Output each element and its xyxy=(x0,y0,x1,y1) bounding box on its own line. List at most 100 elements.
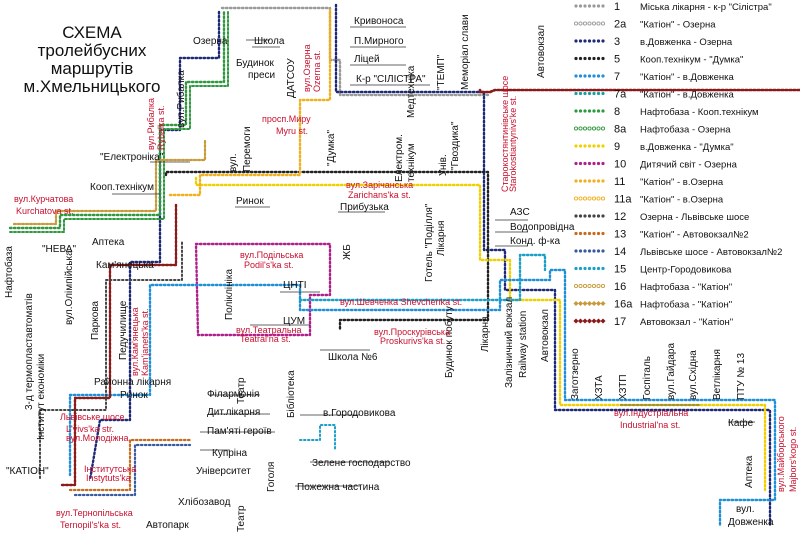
stop-avtovokzal-mid: Автовокзал xyxy=(540,309,551,362)
stop-nafto-baza: Нафтобаза xyxy=(3,246,15,298)
stop-rybalka-left: вул.Рибалка xyxy=(175,70,187,128)
stop-kryvonosa: Кривоноса xyxy=(354,16,404,27)
legend-route-description: "Катіон" - Автовокзал№2 xyxy=(640,230,749,241)
stop-rynok: Ринок xyxy=(236,196,264,207)
street-kamianetska-ua: вул.Кам'янецька xyxy=(130,307,140,376)
stop-elektronika: "Електроніка" xyxy=(100,152,164,163)
street-starokost-en: Starokostiantynivs'ke st. xyxy=(508,96,518,192)
route-lines xyxy=(8,3,800,527)
stop-pedukylyshche: Педучилище xyxy=(118,300,129,360)
stop-peremohy-2: Перемоги xyxy=(242,126,253,172)
street-teatralna-en: Teatral'na st. xyxy=(240,334,291,344)
street-proskurivska-en: Proskurivs'ka st. xyxy=(380,336,445,346)
title-line-2: тролейбусних xyxy=(38,41,147,60)
legend-row-11: 11"Катіон" - в.Озерна xyxy=(574,176,724,188)
legend-swatch xyxy=(574,249,605,253)
stop-kafe: Кафе xyxy=(728,417,754,429)
street-starokost-ua: Старокостянтинівське шосе xyxy=(500,76,510,192)
stop-p-myrnoho: П.Мирного xyxy=(354,36,404,47)
stop-dumka: "Думка" xyxy=(326,130,337,166)
legend-row-8а: 8а Нафтобаза - Озерна xyxy=(573,124,731,136)
title-line-4: м.Хмельницького xyxy=(24,77,161,96)
stop-katiion: "КАТІОН" xyxy=(6,466,49,477)
legend-route-number: 8а xyxy=(614,124,627,136)
stop-gvozdika: "Гвоздика" xyxy=(450,121,461,170)
legend-route-description: Нафтобаза - "Катіон" xyxy=(640,300,732,311)
stop-prybuzka: Прибузька xyxy=(340,201,389,213)
legend-route-description: Автовокзал - "Катіон" xyxy=(640,317,733,328)
stop-likarnia: Лікарня xyxy=(436,221,447,256)
legend-swatch xyxy=(574,74,605,78)
stop-rynok2: Ринок xyxy=(120,390,148,401)
map-title: СХЕМА тролейбусних маршрутів м.Хмельниць… xyxy=(24,23,161,96)
legend-route-description: Озерна - Львівське шосе xyxy=(640,212,749,223)
legend-swatch xyxy=(573,300,606,307)
legend-route-number: 13 xyxy=(614,229,626,241)
stop-instytut-ekonomiky: Інститут економіки xyxy=(36,354,47,440)
legend-swatch xyxy=(574,4,605,8)
route-14-line xyxy=(73,443,192,497)
leader-lines xyxy=(112,26,755,487)
street-maiborskoho-ua: вул.Майборського xyxy=(776,416,786,492)
legend-route-description: Нафтобаза - Озерна xyxy=(640,125,731,136)
stop-litsei: Ліцей xyxy=(354,54,380,65)
legend-route-number: 5 xyxy=(614,54,620,66)
stop-parkova: Паркова xyxy=(90,300,101,340)
stop-poliklinika: Поліклініка xyxy=(224,269,235,320)
stop-dovzhenka-1: вул. xyxy=(736,504,755,515)
legend-row-7: 7 "Катіон" - в.Довженка xyxy=(574,71,734,83)
legend-swatch xyxy=(574,39,605,43)
legend-route-number: 7 xyxy=(614,71,620,83)
legend-swatch xyxy=(574,179,605,183)
legend-route-description: Нафтобаза - Коoп.технікум xyxy=(640,107,759,118)
legend-route-number: 2а xyxy=(614,19,627,31)
stop-khlibozavod: Хлібозавод xyxy=(178,496,231,508)
legend-route-description: "Катіон" - в.Довженка xyxy=(640,72,734,83)
stop-konditerska: Конд. ф-ка xyxy=(510,235,560,247)
stop-kamianetska: Кам'янецька xyxy=(96,260,154,271)
street-molodizhna: вул.Молодіжна xyxy=(66,433,128,443)
legend-route-number: 7а xyxy=(614,89,627,101)
stop-zaliznychnyi-2: Railway station xyxy=(518,311,529,378)
stop-peremohy-1: вул. xyxy=(228,154,239,173)
legend-route-number: 1 xyxy=(614,1,620,13)
stop-raionna-likarnia: Районна лікарня xyxy=(94,377,171,388)
stop-vetlikarnia: Ветлікарня xyxy=(712,349,723,400)
street-lvivske-en: L'vivs'ka str. xyxy=(66,424,114,434)
stop-haidara: вул.Гайдара xyxy=(666,343,677,400)
street-ozerna-ua: вул.Озерна xyxy=(302,44,312,92)
stop-budynok-presy-2: преси xyxy=(248,70,275,81)
street-proskurivska-ua: вул.Проскурівська xyxy=(374,327,450,337)
route-17-line-b xyxy=(58,203,178,487)
stop-skhidna: вул.Східна xyxy=(688,350,699,400)
legend-swatch xyxy=(573,126,606,131)
legend-swatch xyxy=(574,214,605,218)
stop-hoholia: Гоголя xyxy=(266,462,277,492)
legend-route-description: Нафтобаза - "Катіон" xyxy=(640,282,732,293)
street-labels: вул.Курчатова Kurchatova st. вул.Рибалка… xyxy=(14,44,798,530)
route-16-line xyxy=(12,138,207,226)
legend-route-number: 11а xyxy=(614,194,632,206)
route-10-line xyxy=(194,242,332,337)
stop-shkola: Школа xyxy=(254,36,285,47)
legend-route-number: 16 xyxy=(614,281,626,293)
legend-route-description: Коoп.технікум - "Думка" xyxy=(640,55,743,66)
stop-khztp: ХЗТП xyxy=(618,374,629,400)
route-13-line xyxy=(68,438,192,492)
street-ozerna-en: Ozerna st. xyxy=(312,50,322,92)
legend-row-11а: 11а "Катіон" - в.Озерна xyxy=(573,194,724,206)
legend-route-description: в.Довженка - "Думка" xyxy=(640,142,734,153)
street-rybalka-en: Rybalka st. xyxy=(156,105,166,150)
legend-route-description: "Катіон" - в.Озерна xyxy=(640,195,724,206)
stop-pozhezhna: Пожежна частина xyxy=(297,482,380,493)
street-rybalka-ua: вул.Рибалка xyxy=(146,98,156,150)
stop-olimpiiska: вул.Олімпійська xyxy=(64,250,75,325)
legend-swatch xyxy=(574,144,605,148)
stop-zaliznychnyi-1: Залізничний вокзал xyxy=(504,297,515,388)
legend-swatch xyxy=(574,91,605,96)
stop-likarnia2: Лікарня xyxy=(480,317,491,352)
